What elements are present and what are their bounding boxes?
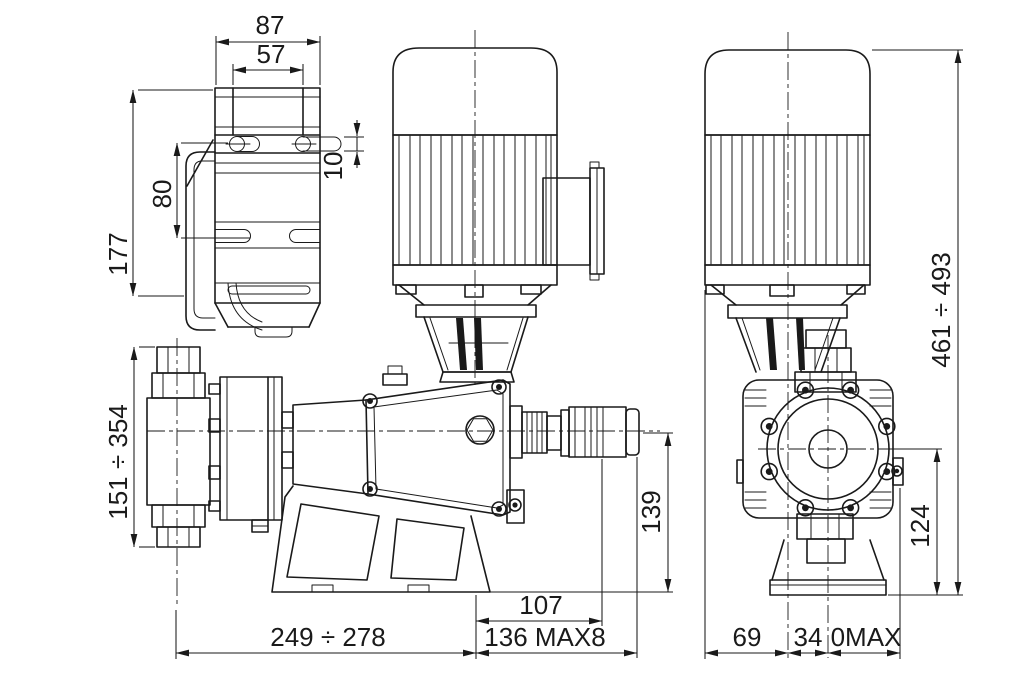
top-view: 87 57 10 177 80 bbox=[103, 10, 364, 338]
dim-hole-spacing: 80 bbox=[147, 142, 250, 239]
base-front bbox=[769, 539, 887, 596]
dim-label-107: 107 bbox=[519, 590, 562, 620]
terminal-box bbox=[542, 161, 605, 281]
dim-label-57: 57 bbox=[257, 39, 286, 69]
dim-label-0max: 0MAX bbox=[831, 622, 902, 652]
dim-label-10: 10 bbox=[318, 152, 348, 181]
dim-label-69: 69 bbox=[733, 622, 762, 652]
dim-head-axis-height: 124 bbox=[895, 448, 942, 596]
dim-inner-width: 57 bbox=[232, 39, 304, 85]
adjustment-knob bbox=[509, 405, 640, 459]
lantern-bell-front bbox=[710, 284, 865, 373]
dim-overall-height: 461 ÷ 493 bbox=[872, 49, 963, 596]
dim-injector-projection: 107 bbox=[475, 459, 603, 626]
motor-side bbox=[392, 47, 558, 298]
dim-bottom-row: 69 34 0MAX bbox=[704, 290, 902, 659]
lantern-bell-side bbox=[398, 284, 552, 383]
dim-label-80: 80 bbox=[147, 180, 177, 209]
mounting-bracket-top bbox=[185, 87, 342, 338]
dim-max-projection: 136 MAX8 bbox=[475, 457, 638, 658]
pump-head-front bbox=[760, 329, 896, 564]
gearbox-side bbox=[292, 365, 525, 524]
dim-overall-length: 249 ÷ 278 bbox=[175, 595, 477, 659]
pump-head-side bbox=[208, 376, 294, 533]
dim-label-34: 34 bbox=[794, 622, 823, 652]
dim-outer-width: 87 bbox=[215, 10, 321, 85]
dim-label-249-278: 249 ÷ 278 bbox=[270, 622, 385, 652]
dim-label-139: 139 bbox=[636, 490, 666, 533]
dim-label-177: 177 bbox=[103, 232, 133, 275]
dim-head-span: 151 ÷ 354 bbox=[103, 346, 155, 548]
valve-stack-side bbox=[146, 346, 211, 548]
dim-label-124: 124 bbox=[905, 504, 935, 547]
side-view: 151 ÷ 354 249 ÷ 278 107 136 MAX8 139 bbox=[103, 30, 673, 659]
dim-slot-height: 10 bbox=[318, 120, 364, 180]
dim-label-136-max8: 136 MAX8 bbox=[484, 622, 605, 652]
dim-label-151-354: 151 ÷ 354 bbox=[103, 404, 133, 519]
dim-axis-height: 139 bbox=[482, 432, 673, 593]
dim-label-87: 87 bbox=[256, 10, 285, 40]
motor-front bbox=[704, 49, 871, 297]
front-view: 461 ÷ 493 124 69 34 0MAX bbox=[704, 32, 963, 659]
base-side bbox=[271, 485, 491, 593]
gearbox-front bbox=[736, 379, 904, 519]
dim-total-depth: 177 bbox=[103, 89, 213, 297]
dim-label-461-493: 461 ÷ 493 bbox=[926, 252, 956, 367]
